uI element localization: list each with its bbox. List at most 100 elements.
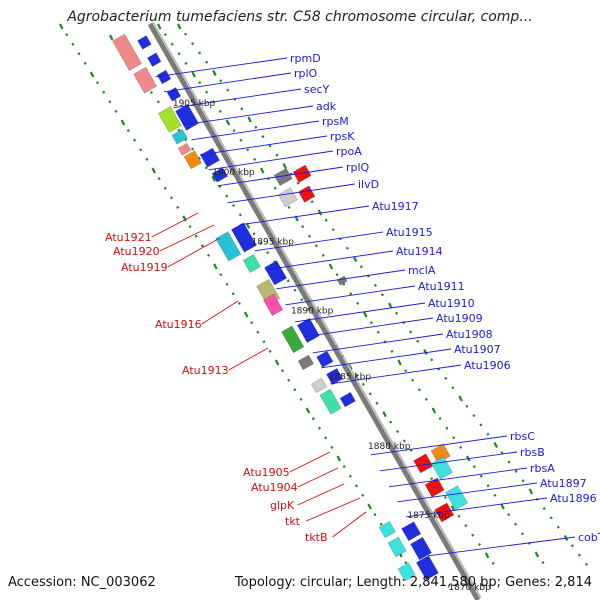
gene-box: [326, 367, 344, 386]
gene-box: [397, 562, 416, 582]
tick-dot: [246, 148, 250, 152]
gene-feature: [319, 388, 342, 415]
tick-dot: [89, 71, 95, 78]
gene-feature: [297, 354, 314, 371]
tick-dot: [262, 340, 266, 344]
gene-feature: [410, 536, 433, 561]
tick-dot: [430, 358, 434, 362]
forward-gene-label: cobT: [578, 531, 600, 544]
kbp-tick-label: 1885 kbp: [329, 373, 372, 383]
tick-dot: [259, 241, 263, 245]
tick-dot: [231, 292, 235, 296]
kbp-tick-label: 1905 kbp: [173, 99, 216, 109]
tick-dot: [314, 244, 318, 248]
tick-dot: [157, 177, 161, 181]
reverse-leader: [306, 497, 361, 522]
tick-dot: [520, 532, 524, 536]
forward-leader: [276, 269, 406, 290]
gene-box: [183, 150, 202, 170]
gene-feature: [147, 52, 162, 67]
tick-dot: [355, 484, 358, 488]
forward-leader: [208, 150, 334, 171]
topology-summary: Topology: circular; Length: 2,841,580 bp…: [234, 575, 592, 590]
forward-gene-label: Atu1909: [436, 312, 483, 325]
tick-dot: [388, 302, 393, 309]
reverse-leader: [151, 212, 199, 238]
tick-dot: [71, 42, 75, 46]
gene-feature: [273, 167, 293, 187]
forward-gene-label: rpmD: [290, 52, 321, 65]
tick-dot: [170, 196, 173, 200]
tick-dot: [373, 513, 377, 517]
reverse-gene-label: Atu1920: [113, 245, 160, 258]
tick-dot: [486, 484, 490, 488]
tick-dot: [438, 417, 442, 421]
gene-box: [273, 167, 293, 187]
gene-box: [137, 35, 152, 50]
tick-dot: [528, 488, 534, 495]
forward-gene-label: Atu1896: [550, 492, 597, 505]
gene-box: [156, 69, 172, 85]
gene-box: [339, 391, 356, 408]
tick-dot: [443, 495, 447, 499]
tick-dot: [253, 157, 257, 161]
gene-feature: [434, 502, 455, 523]
tick-dot: [584, 562, 588, 566]
tick-dot: [260, 167, 265, 174]
tick-dot: [355, 373, 358, 377]
kbp-tick-label: 1890 kbp: [291, 306, 334, 316]
tick-dot: [200, 244, 204, 248]
forward-leader: [239, 205, 370, 226]
chromosome-backbone: [147, 21, 482, 600]
tick-dot: [261, 135, 265, 139]
gene-feature: [200, 147, 220, 168]
gene-feature: [445, 485, 469, 511]
tick-dot: [176, 205, 180, 209]
forward-leader: [265, 250, 394, 271]
tick-dot: [423, 349, 428, 355]
tick-dot: [409, 330, 413, 334]
gene-feature: [277, 187, 298, 208]
tick-dot: [417, 388, 421, 392]
tick-dot: [471, 533, 475, 537]
tick-dot: [207, 253, 210, 257]
tick-dot: [472, 414, 476, 418]
kbp-tick-label: 1895 kbp: [252, 237, 295, 247]
forward-gene-label: Atu1906: [464, 359, 511, 372]
forward-gene-label: Atu1908: [446, 328, 493, 341]
gene-box: [242, 254, 261, 273]
forward-gene-label: rpsK: [330, 130, 355, 143]
tick-dot: [247, 116, 252, 123]
tick-dot: [213, 263, 218, 270]
tick-dot: [369, 321, 373, 325]
forward-gene-label: secY: [304, 83, 330, 96]
gene-box: [147, 52, 162, 67]
gene-feature: [262, 293, 284, 316]
gene-box: [277, 187, 298, 208]
tick-dot: [305, 407, 311, 414]
forward-leader: [406, 497, 548, 518]
reverse-leader: [159, 224, 215, 252]
tick-dot: [182, 215, 187, 222]
tick-dot: [145, 157, 149, 161]
gene-box: [262, 293, 284, 316]
forward-gene-label: adk: [316, 100, 337, 113]
tick-dot: [310, 200, 314, 204]
gene-box: [215, 231, 242, 262]
tick-dot: [232, 204, 235, 207]
tick-dot: [556, 525, 560, 529]
tick-dot: [238, 213, 242, 217]
gene-feature: [413, 453, 434, 474]
gene-box: [413, 453, 434, 474]
tick-dot: [359, 265, 363, 269]
tick-dot: [212, 70, 217, 76]
tick-dot: [163, 186, 167, 190]
forward-gene-label: Atu1897: [540, 477, 587, 490]
gene-feature: [242, 254, 261, 273]
tick-dot: [570, 544, 574, 548]
tick-dot: [500, 503, 505, 510]
forward-gene-label: rplQ: [346, 161, 370, 174]
gene-box: [157, 106, 182, 133]
tick-dot: [191, 71, 196, 78]
